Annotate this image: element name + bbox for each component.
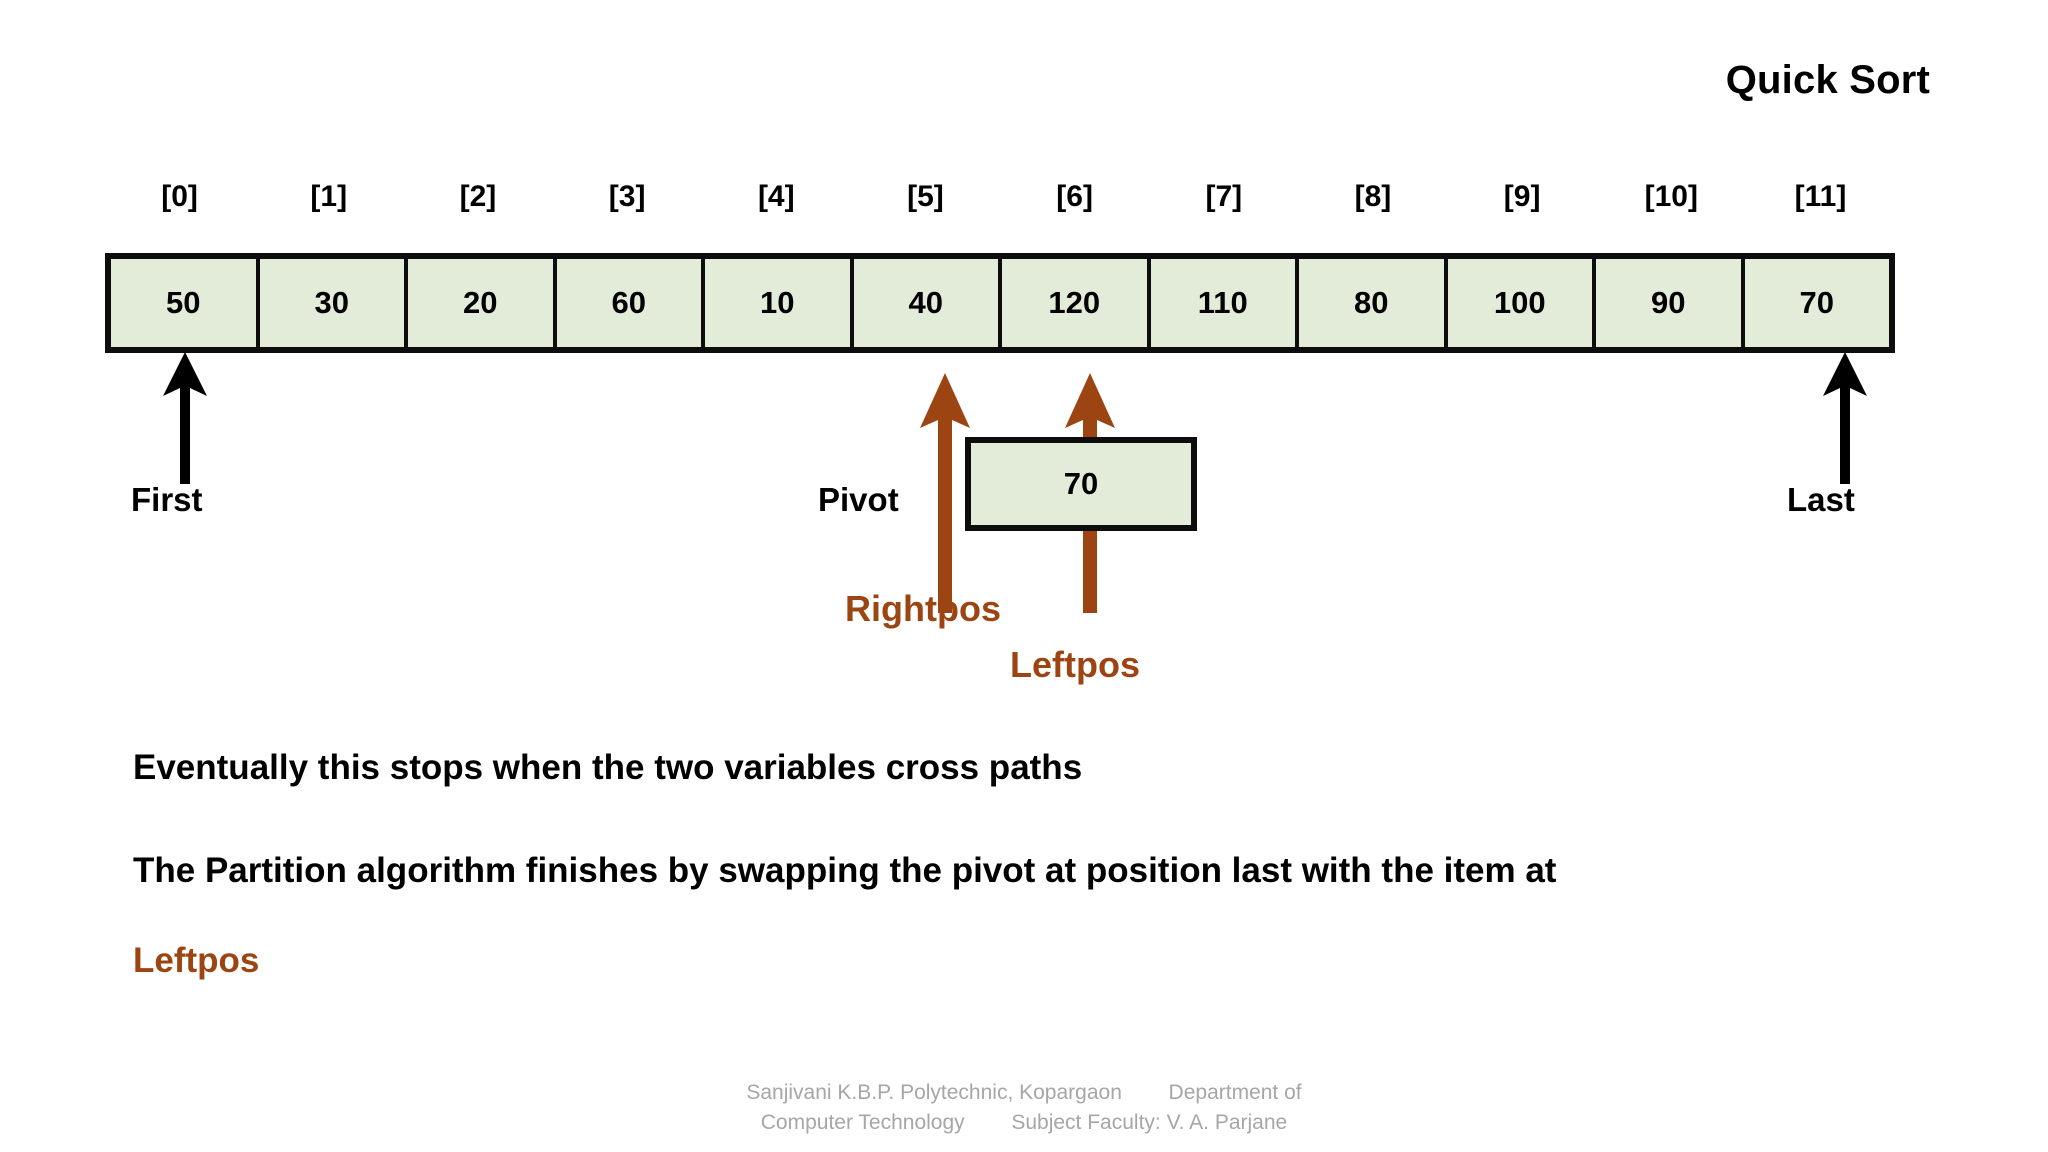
array-index-label: [8] — [1354, 180, 1392, 213]
array-cell: 40 — [853, 259, 1002, 347]
page-title: Quick Sort — [1725, 58, 1930, 102]
body-paragraph-2-highlight: Leftpos — [133, 941, 260, 981]
array-cell: 120 — [1002, 259, 1151, 347]
array-index-label: [4] — [757, 180, 795, 213]
pointer-label-pivot: Pivot — [818, 481, 899, 518]
array-cell: 50 — [111, 259, 260, 347]
array-cell: 80 — [1299, 259, 1448, 347]
footer-line-department: Computer Technology Subject Faculty: V. … — [760, 1110, 1288, 1134]
array-index-label: [3] — [608, 180, 646, 213]
array-index-row: [0] [1] [2] [3] [4] [5] [6] [7] [8] [9] … — [105, 175, 1895, 219]
pointer-label-rightpos: Rightpos — [845, 588, 1001, 629]
array-cell: 10 — [705, 259, 854, 347]
array-cell: 110 — [1150, 259, 1299, 347]
arrow-up-icon-last — [1815, 352, 1875, 484]
array-cell: 100 — [1447, 259, 1596, 347]
pivot-value-box: 70 — [965, 437, 1197, 531]
pointer-label-last: Last — [1787, 481, 1855, 518]
array-index-label: [0] — [161, 180, 198, 213]
array-cell: 70 — [1744, 259, 1889, 347]
body-paragraph-2: The Partition algorithm finishes by swap… — [133, 850, 1557, 890]
array-cell: 90 — [1596, 259, 1745, 347]
footer-line-institution: Sanjivani K.B.P. Polytechnic, Kopargaon … — [746, 1081, 1302, 1104]
arrow-up-icon-first — [155, 352, 215, 484]
array-index-label: [11] — [1794, 180, 1847, 213]
array-index-label: [2] — [459, 180, 497, 213]
body-paragraph-1: Eventually this stops when the two varia… — [133, 748, 1083, 787]
array-cell: 60 — [556, 259, 705, 347]
array-index-label: [10] — [1644, 180, 1698, 213]
arrow-up-icon-rightpos — [913, 373, 977, 613]
array-index-label: [5] — [907, 180, 944, 213]
array-index-label: [6] — [1056, 180, 1093, 213]
pointer-label-leftpos: Leftpos — [1010, 644, 1140, 685]
footer: Sanjivani K.B.P. Polytechnic, Kopargaon … — [0, 1078, 2048, 1138]
array-cell: 20 — [408, 259, 557, 347]
array-index-label: [9] — [1503, 180, 1541, 213]
pointer-label-first: First — [131, 481, 203, 518]
array-cell: 30 — [259, 259, 408, 347]
array-index-label: [7] — [1205, 180, 1243, 213]
body-text: Eventually this stops when the two varia… — [133, 745, 1963, 1041]
array-container: 50 30 20 60 10 40 120 110 80 100 90 70 — [105, 253, 1895, 353]
array-index-label: [1] — [310, 180, 348, 213]
